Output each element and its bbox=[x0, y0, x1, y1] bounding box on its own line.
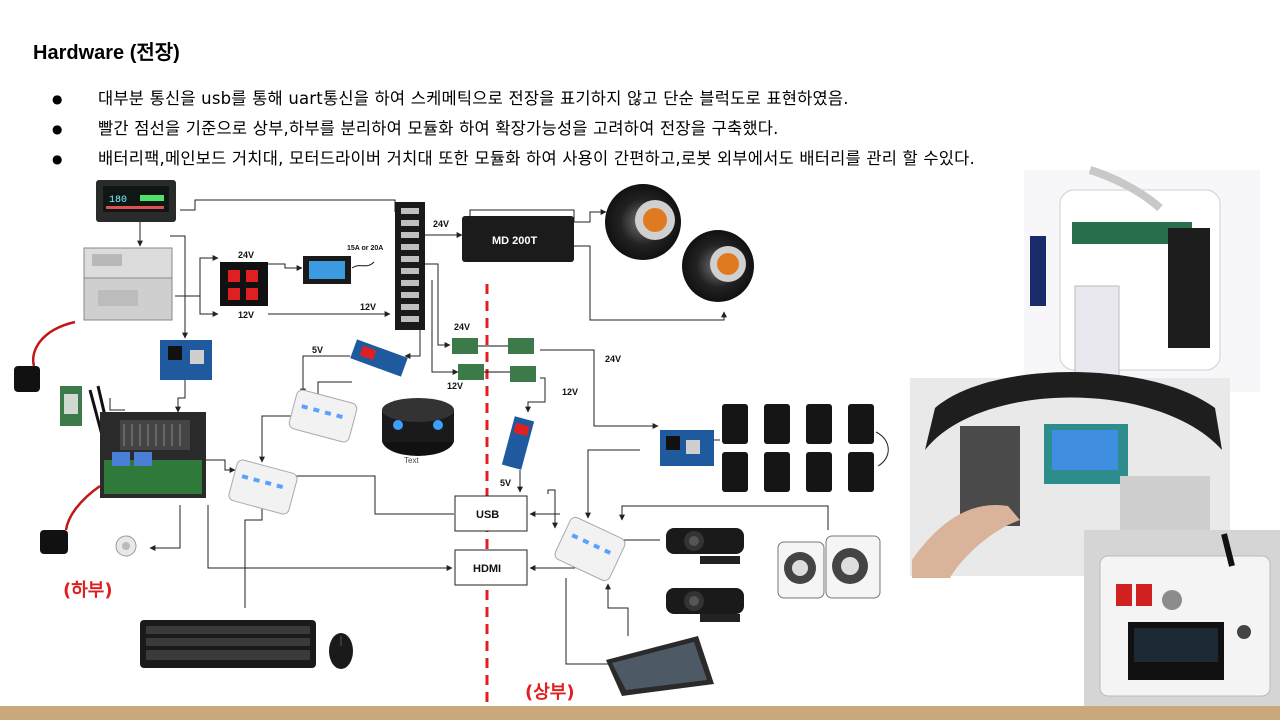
meter-reading: 180 bbox=[109, 195, 127, 206]
battery-pack bbox=[83, 247, 173, 321]
label-12v-buck: 12V bbox=[562, 387, 578, 397]
wheel-motor-1 bbox=[605, 184, 681, 260]
dc-splitter bbox=[452, 338, 536, 382]
buck-converter-5v bbox=[350, 339, 408, 377]
label-24v-servo: 24V bbox=[605, 354, 621, 364]
usb-box-label: USB bbox=[476, 509, 499, 521]
servo-motor-grid bbox=[722, 404, 874, 492]
wheel-motor-2 bbox=[682, 230, 754, 302]
webcam-1 bbox=[666, 528, 744, 564]
motor-driver-label: MD 200T bbox=[492, 235, 538, 247]
label-12v-terminal: 12V bbox=[360, 302, 376, 312]
bottom-bar bbox=[0, 706, 1280, 720]
bullet-list: 대부분 통신을 usb를 통해 uart통신을 하여 스케메틱으로 전장을 표기… bbox=[52, 88, 975, 178]
power-meter bbox=[303, 256, 351, 284]
lidar-text: Text bbox=[404, 456, 419, 465]
label-12v-dc: 12V bbox=[447, 381, 463, 391]
slide-title: Hardware (전장) bbox=[33, 42, 180, 64]
terminal-block bbox=[395, 202, 425, 330]
speakers bbox=[777, 535, 881, 599]
webcam-2 bbox=[666, 588, 744, 622]
main-board bbox=[100, 412, 206, 498]
bullet-item: 빨간 점선을 기준으로 상부,하부를 분리하여 모듈화 하여 확장가능성을 고려… bbox=[52, 118, 975, 148]
lower-power-board bbox=[160, 340, 212, 380]
zone-lower-label: (하부) bbox=[63, 580, 113, 601]
servo-power-board bbox=[660, 430, 714, 466]
hdmi-box: HDMI bbox=[454, 549, 528, 586]
bullet-item: 배터리팩,메인보드 거치대, 모터드라이버 거치대 또한 모듈화 하여 사용이 … bbox=[52, 148, 975, 178]
keyboard bbox=[140, 620, 316, 668]
zone-upper-label: (상부) bbox=[525, 682, 575, 703]
label-24v-top: 24V bbox=[433, 219, 449, 229]
hdmi-box-label: HDMI bbox=[473, 563, 501, 575]
battery-meter: 180 bbox=[96, 180, 176, 222]
wiring bbox=[109, 199, 889, 665]
usb-box: USB bbox=[454, 495, 528, 532]
dc-cable-upper bbox=[14, 320, 76, 392]
motor-driver: MD 200T bbox=[462, 216, 574, 262]
power-button bbox=[115, 535, 137, 557]
dc-cable-lower bbox=[40, 484, 101, 554]
usb-hub-2 bbox=[228, 459, 298, 515]
touch-monitor bbox=[606, 636, 714, 696]
label-fuse: 15A or 20A bbox=[347, 245, 383, 252]
bullet-item: 대부분 통신을 usb를 통해 uart통신을 하여 스케메틱으로 전장을 표기… bbox=[52, 88, 975, 118]
label-24v-dc: 24V bbox=[454, 322, 470, 332]
battery-case-photo bbox=[1084, 530, 1280, 706]
label-5v-usb: 5V bbox=[500, 478, 511, 488]
power-switch bbox=[220, 262, 268, 306]
mouse bbox=[329, 633, 353, 669]
label-12v-switch: 12V bbox=[238, 310, 254, 320]
label-5v-buck: 5V bbox=[312, 345, 323, 355]
usb-hub-3 bbox=[554, 516, 626, 582]
lidar-sensor: Text bbox=[382, 398, 454, 465]
buck-converter-12v bbox=[501, 416, 535, 470]
robot-photo-top bbox=[1024, 166, 1260, 397]
label-24v-switch: 24V bbox=[238, 250, 254, 260]
usb-hub-1 bbox=[288, 389, 358, 443]
